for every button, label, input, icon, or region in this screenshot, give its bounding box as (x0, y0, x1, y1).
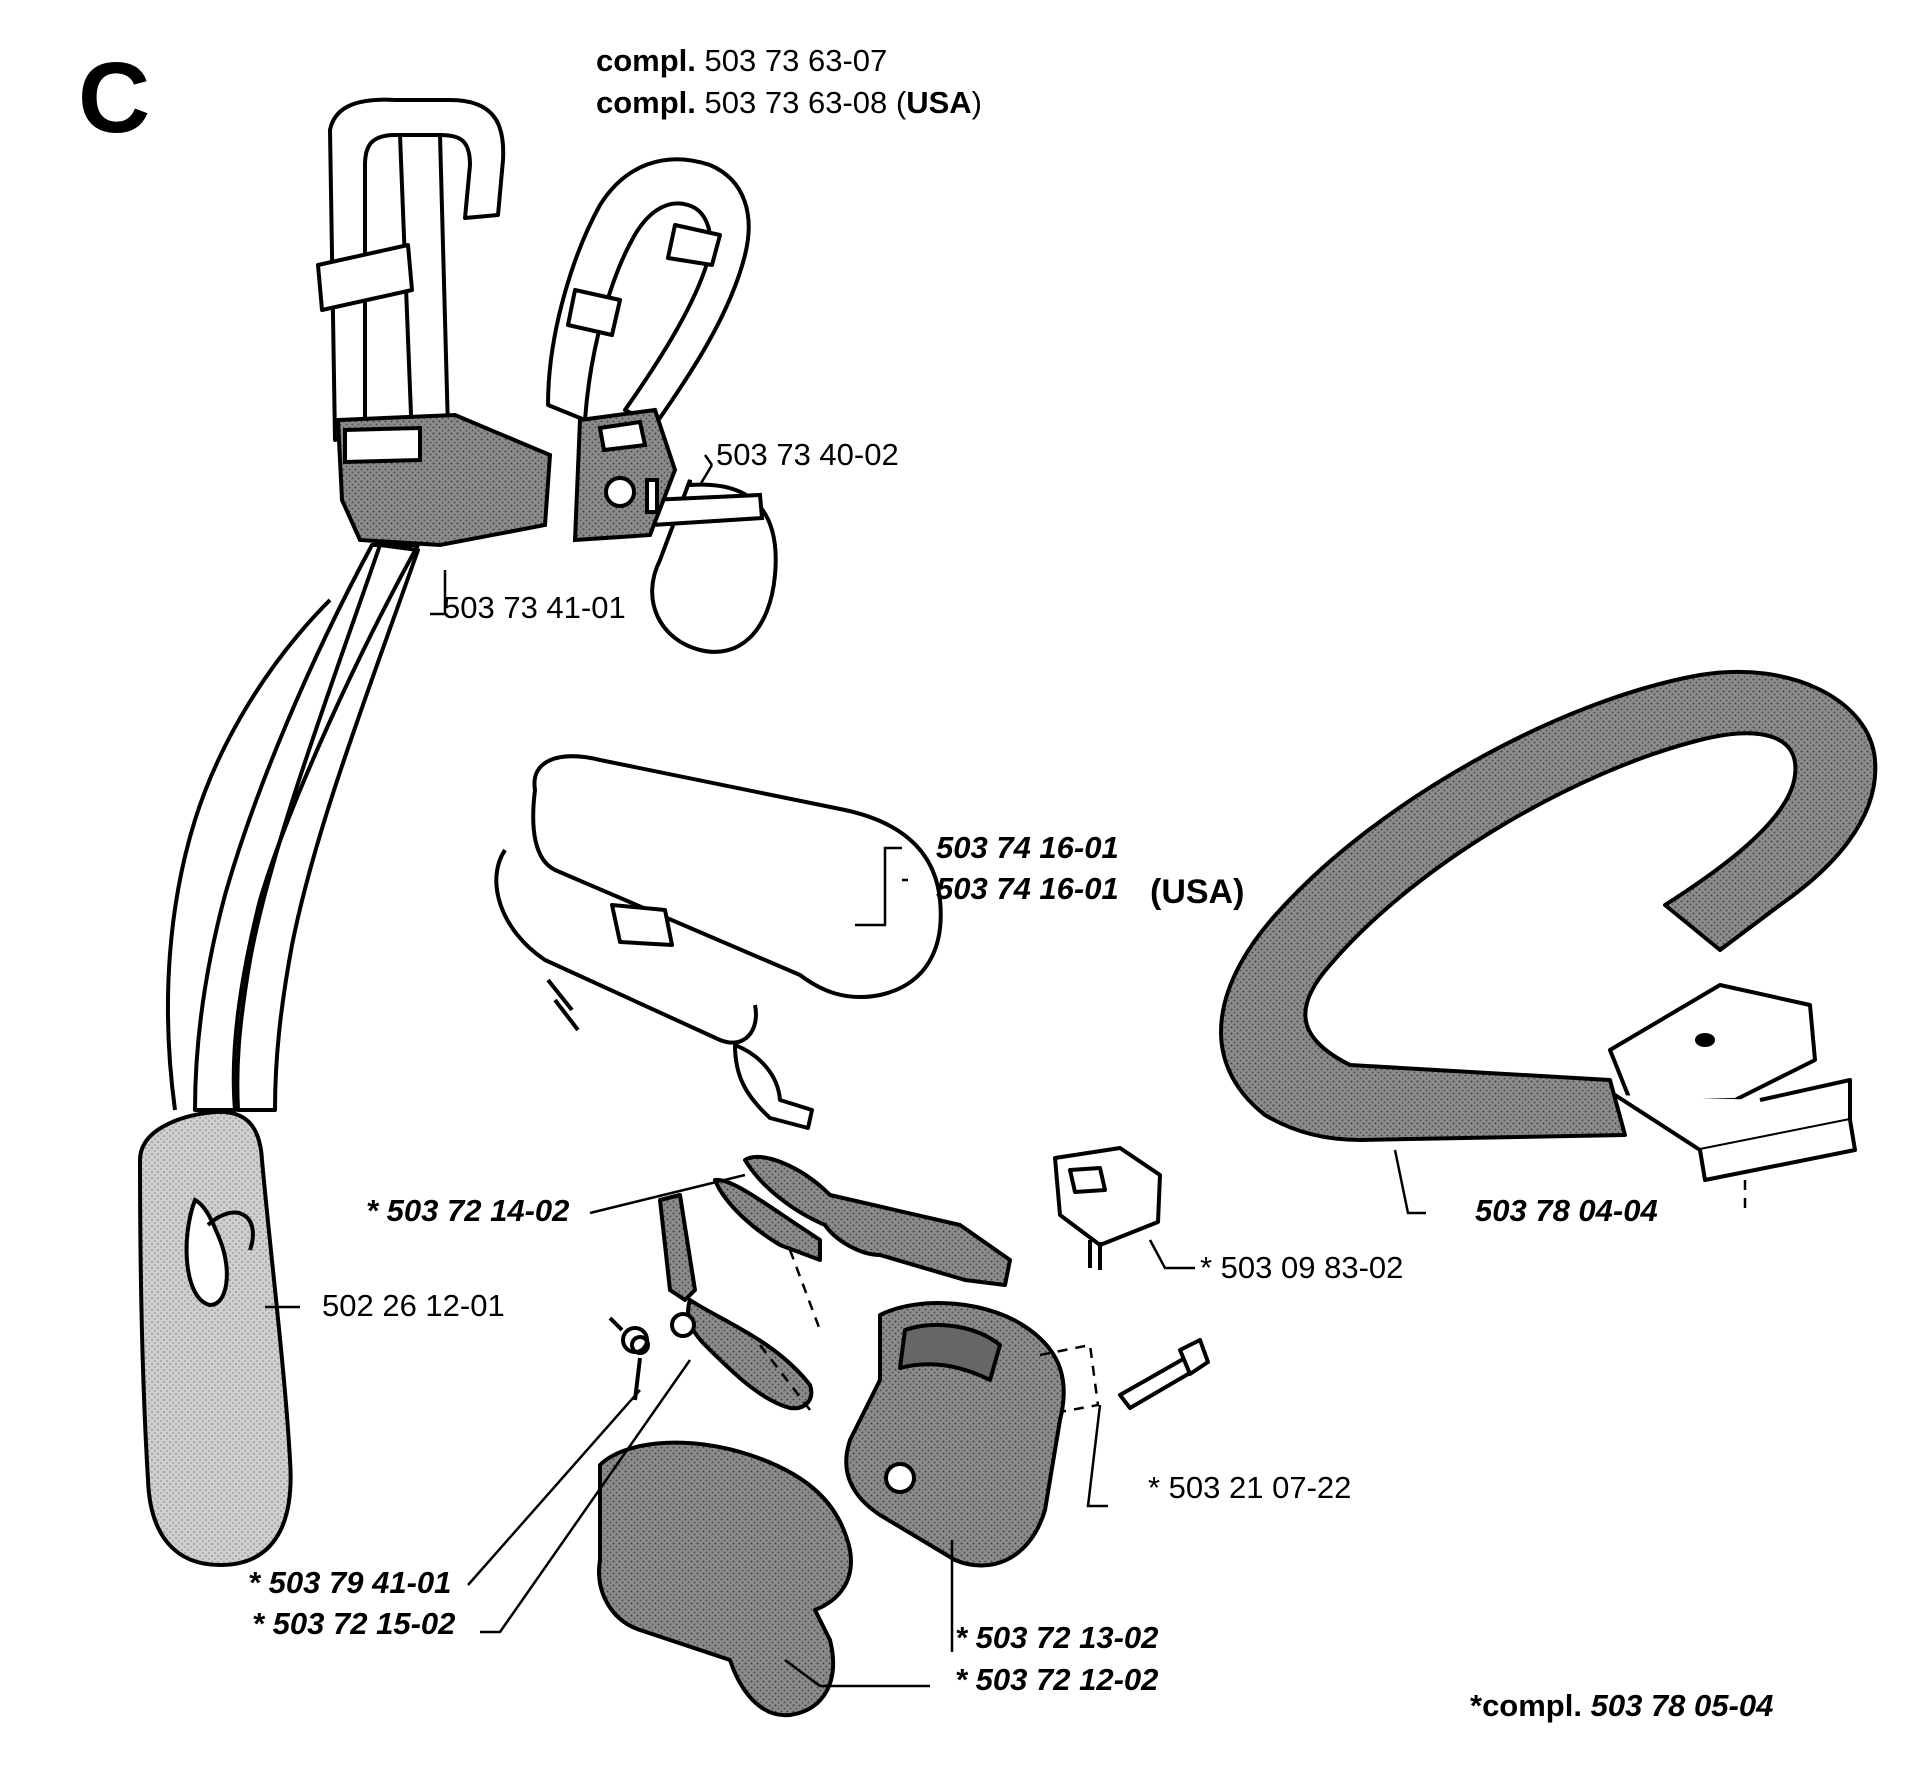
label-503-72-13-02: * 503 72 13-02 (955, 1620, 1159, 1655)
assembly-dash-lines (759, 1180, 1747, 1414)
header-part-1: 503 73 63-07 (704, 43, 888, 78)
label-503-72-12-02: * 503 72 12-02 (955, 1662, 1159, 1697)
harness-strap-right (546, 157, 751, 427)
label-503-72-14-02: * 503 72 14-02 (366, 1193, 570, 1228)
screw (1118, 1338, 1210, 1410)
header-compl-1: compl. (596, 43, 696, 78)
label-502-26-12-01: 502 26 12-01 (322, 1288, 505, 1323)
header-part-2: 503 73 63-08 (704, 85, 888, 120)
label-503-74-16-01-a: 503 74 16-01 (936, 830, 1119, 865)
harness-buckle-left (335, 412, 553, 548)
harness-belly-band (647, 479, 778, 654)
label-503-09-83-02: * 503 09 83-02 (1200, 1250, 1404, 1285)
throttle-lever (658, 1193, 814, 1411)
harness-buckle-right (572, 407, 678, 543)
label-usa-b: (USA) (1150, 873, 1245, 911)
header-compl-2: compl. (596, 85, 696, 120)
throttle-trigger (713, 1154, 1012, 1287)
header-usa: USA (906, 85, 972, 120)
hip-pad (137, 1109, 293, 1568)
label-503-21-07-22: * 503 21 07-22 (1148, 1470, 1352, 1505)
stop-switch (1053, 1146, 1162, 1270)
harness-long-strap (165, 543, 420, 1112)
label-503-74-16-01-b: 503 74 16-01 (936, 871, 1119, 906)
handle-housing-left (597, 1440, 916, 1718)
header-usa-open: ( (895, 85, 907, 120)
header-line-1: compl. 503 73 63-07 (596, 43, 887, 79)
leader-lines (265, 454, 1426, 1688)
harness-strap-left (316, 97, 506, 442)
footer-compl-word: *compl. (1470, 1688, 1582, 1723)
footer-compl: *compl. 503 78 05-04 (1470, 1688, 1773, 1724)
label-503-73-40-02: 503 73 40-02 (716, 437, 899, 472)
header-usa-close: ) (971, 85, 982, 120)
label-503-79-41-01: * 503 79 41-01 (248, 1565, 452, 1600)
section-letter: C (78, 42, 151, 154)
footer-part: 503 78 05-04 (1590, 1688, 1774, 1723)
spring (608, 1316, 650, 1401)
label-503-72-15-02: * 503 72 15-02 (252, 1606, 456, 1641)
label-503-78-04-04: 503 78 04-04 (1475, 1193, 1658, 1228)
shoulder-pad (494, 754, 943, 1130)
label-503-73-41-01: 503 73 41-01 (443, 590, 626, 625)
front-handle (1219, 669, 1878, 1182)
header-line-2: compl. 503 73 63-08 (USA) (596, 85, 982, 121)
handle-housing-right (844, 1301, 1066, 1568)
